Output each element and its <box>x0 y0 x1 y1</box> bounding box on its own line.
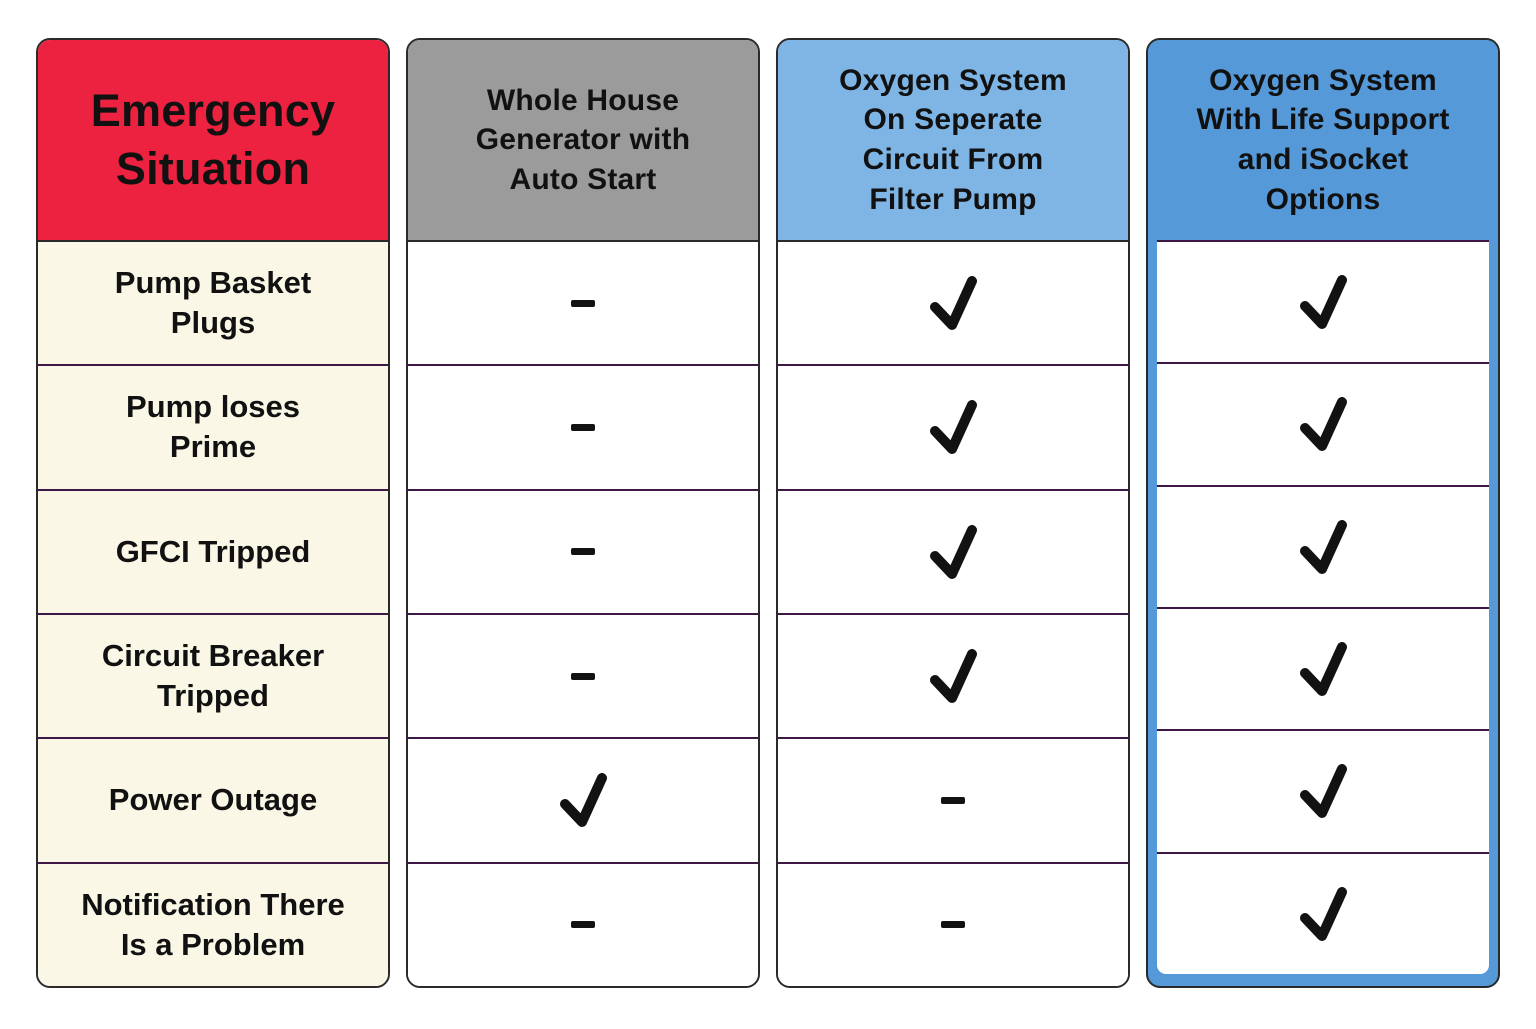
dash-icon <box>571 921 595 929</box>
row-label: Pump loses Prime <box>38 366 388 491</box>
cell-dash <box>408 242 758 367</box>
column-oxygen-life-support: Oxygen System With Life Support and iSoc… <box>1146 38 1500 988</box>
cell-check <box>1157 242 1489 365</box>
row-label: Notification There Is a Problem <box>81 886 345 962</box>
row-label: GFCI Tripped <box>38 491 388 615</box>
check-icon <box>1300 275 1347 330</box>
check-icon <box>930 649 977 704</box>
dash-icon <box>941 921 965 929</box>
column-header-emergency-situation: Emergency Situation <box>38 40 388 242</box>
cell-check <box>778 366 1128 491</box>
column-whole-house-generator: Whole House Generator with Auto Start <box>406 38 760 988</box>
row-label: Pump Basket Plugs <box>38 242 388 367</box>
check-icon <box>1300 764 1347 819</box>
column-oxygen-separate-circuit: Oxygen System On Seperate Circuit From F… <box>776 38 1130 988</box>
column-header-oxygen-life-support: Oxygen System With Life Support and iSoc… <box>1148 40 1498 240</box>
cell-check <box>778 491 1128 615</box>
check-icon <box>930 276 977 331</box>
row-label: Power Outage <box>38 739 388 864</box>
check-icon <box>560 773 607 828</box>
dash-icon <box>571 672 595 680</box>
cell-check <box>778 242 1128 367</box>
cell-dash <box>408 615 758 740</box>
dash-icon <box>571 423 595 431</box>
column-body-oxygen-separate-circuit <box>778 242 1128 986</box>
check-icon <box>930 400 977 455</box>
cell-check <box>778 615 1128 740</box>
dash-icon <box>571 548 595 556</box>
dash-icon <box>571 299 595 307</box>
cell-dash <box>408 366 758 491</box>
cell-dash <box>778 864 1128 986</box>
cell-check <box>1157 609 1489 732</box>
cell-dash <box>408 491 758 615</box>
cell-dash <box>408 864 758 986</box>
column-body-whole-house-generator <box>408 242 758 986</box>
check-icon <box>1300 886 1347 941</box>
check-icon <box>1300 642 1347 697</box>
column-header-whole-house-generator: Whole House Generator with Auto Start <box>408 40 758 242</box>
cell-dash <box>778 739 1128 864</box>
column-body-oxygen-life-support <box>1157 240 1489 974</box>
cell-check <box>1157 487 1489 609</box>
cell-check <box>1157 364 1489 487</box>
check-icon <box>1300 397 1347 452</box>
check-icon <box>930 524 977 579</box>
cell-check <box>1157 731 1489 854</box>
column-header-oxygen-separate-circuit: Oxygen System On Seperate Circuit From F… <box>778 40 1128 242</box>
cell-check <box>408 739 758 864</box>
cell-check <box>1157 854 1489 974</box>
row-label: Circuit Breaker Tripped <box>38 615 388 740</box>
check-icon <box>1300 519 1347 574</box>
dash-icon <box>941 796 965 804</box>
